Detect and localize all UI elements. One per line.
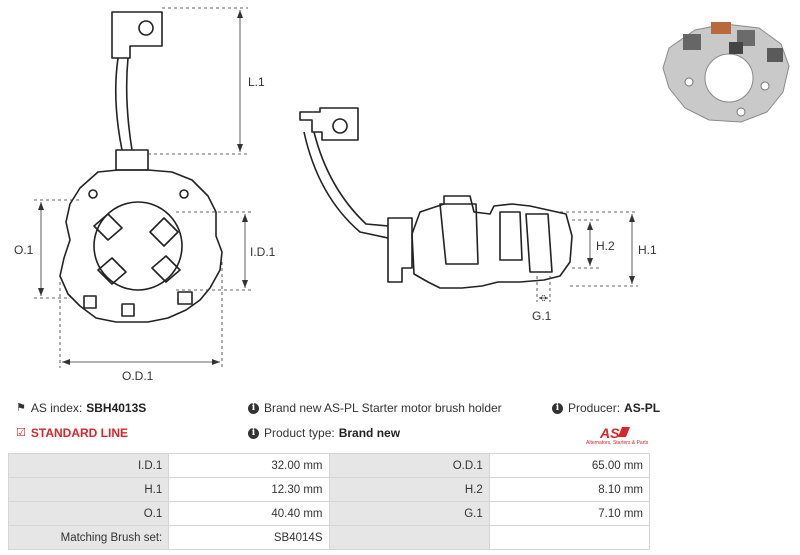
inner-opening (93, 201, 183, 291)
dim-label-h2: H.2 (596, 239, 615, 253)
dim-label-o1: O.1 (14, 243, 34, 257)
product-type: i Product type: Brand new (248, 426, 400, 440)
spec-value: 32.00 mm (168, 453, 330, 478)
as-index: ⚑ AS index: SBH4013S (16, 401, 146, 415)
product-info: ⚑ AS index: SBH4013S i Brand new AS-PL S… (0, 396, 800, 450)
spec-value: 12.30 mm (168, 477, 330, 502)
producer-value: AS-PL (624, 401, 661, 415)
dim-label-l1: L.1 (248, 75, 265, 89)
spec-key: O.1 (7, 501, 170, 526)
technical-drawing: L.1 O.1 I.D.1 O.D.1 H.1 H.2 G.1 (14, 7, 657, 383)
tag-icon: ⚑ (16, 401, 26, 414)
spec-value: 40.40 mm (168, 501, 330, 526)
spec-value: SB4014S (168, 525, 330, 550)
spec-value: 7.10 mm (488, 501, 651, 526)
spec-value (488, 525, 651, 550)
brush-upper-left (93, 213, 123, 241)
info-icon: i (248, 402, 259, 414)
checkbox-check-icon: ☑ (16, 426, 26, 439)
info-icon: i (552, 402, 563, 414)
side-cable (303, 131, 389, 239)
brush-lower-right (151, 255, 181, 283)
brush-lower-left (97, 257, 127, 285)
as-index-label: AS index: (30, 401, 83, 415)
side-clamp (387, 217, 413, 283)
cable-connector (115, 149, 149, 171)
brush-upper-right (149, 217, 179, 247)
dim-label-id1: I.D.1 (250, 245, 276, 259)
standard-line: ☑ STANDARD LINE (16, 426, 128, 440)
description: i Brand new AS-PL Starter motor brush ho… (248, 401, 502, 415)
info-icon: i (248, 427, 259, 439)
side-body (411, 195, 573, 289)
spec-key: O.D.1 (328, 453, 490, 478)
product-photo (662, 22, 790, 123)
producer-label: Producer: (568, 401, 621, 415)
side-terminal (299, 107, 359, 141)
cable (114, 57, 133, 151)
spec-key: G.1 (328, 501, 490, 526)
terminal-hole (138, 20, 154, 36)
mount-hole-left (88, 189, 98, 199)
as-index-value: SBH4013S (86, 401, 147, 415)
spec-key: I.D.1 (7, 453, 170, 478)
spec-key: Matching Brush set: (7, 525, 170, 550)
table-row: Matching Brush set:SB4014S (7, 525, 651, 550)
svg-text:AS: AS (599, 425, 620, 441)
side-brushes (439, 203, 553, 273)
product-type-value: Brand new (338, 426, 401, 440)
spec-key (328, 525, 490, 550)
side-terminal-hole (332, 118, 348, 134)
spec-value: 8.10 mm (488, 477, 651, 502)
terminal-plate (111, 11, 163, 59)
spec-key: H.1 (7, 477, 170, 502)
dim-label-od1: O.D.1 (122, 369, 154, 383)
producer: i Producer: AS-PL (552, 401, 660, 415)
dim-label-g1: G.1 (532, 309, 552, 323)
standard-line-text: STANDARD LINE (30, 426, 128, 440)
spec-key: H.2 (328, 477, 490, 502)
mount-hole-right (179, 189, 189, 199)
logo-tagline: Alternators, Starters & Parts (586, 440, 649, 446)
brush-holder-outline (59, 169, 223, 323)
dim-label-h1: H.1 (638, 243, 657, 257)
rivet-pads (83, 291, 193, 317)
product-type-label: Product type: (264, 426, 335, 440)
as-pl-logo: AS (599, 425, 630, 441)
description-text: Brand new AS-PL Starter motor brush hold… (264, 401, 502, 415)
spec-value: 65.00 mm (488, 453, 651, 478)
